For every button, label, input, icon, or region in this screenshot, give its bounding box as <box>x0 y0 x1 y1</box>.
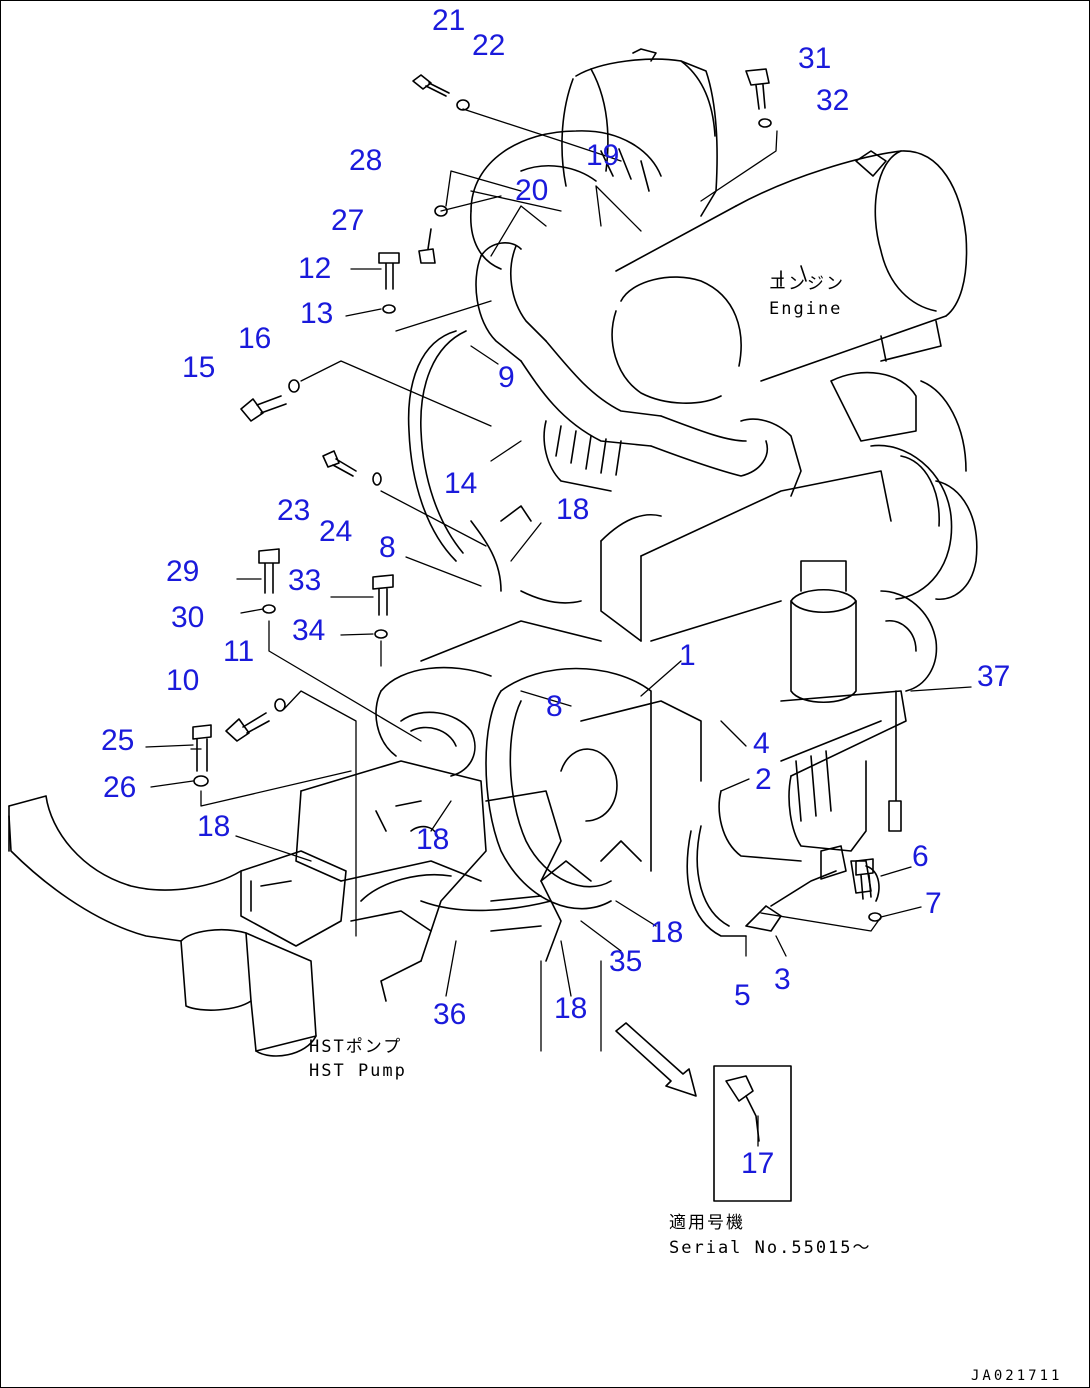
engine-cylinder-drawing <box>611 150 968 404</box>
callout-4[interactable]: 4 <box>753 727 770 760</box>
callout-18-left[interactable]: 18 <box>197 810 231 843</box>
pump-label-jp: HSTポンプ <box>309 1037 403 1057</box>
callout-1[interactable]: 1 <box>679 639 696 672</box>
callout-27[interactable]: 27 <box>331 204 365 237</box>
bolts-and-washers <box>192 68 882 922</box>
serial-label-jp: 適用号機 <box>669 1213 745 1233</box>
leader-lines <box>145 108 972 1147</box>
callout-9[interactable]: 9 <box>498 361 515 394</box>
serial-inset-drawing <box>615 1022 792 1202</box>
pump-label-en: HST Pump <box>309 1061 407 1081</box>
drawing-code: JA021711 <box>971 1368 1063 1384</box>
callout-5[interactable]: 5 <box>734 979 751 1012</box>
callout-18-right[interactable]: 18 <box>650 916 684 949</box>
callout-8-upper[interactable]: 8 <box>379 531 396 564</box>
callout-10[interactable]: 10 <box>166 664 200 697</box>
callout-33[interactable]: 33 <box>288 564 322 597</box>
air-cleaner-drawing <box>470 48 718 270</box>
callout-7[interactable]: 7 <box>925 887 942 920</box>
callout-25[interactable]: 25 <box>101 724 135 757</box>
callout-21[interactable]: 21 <box>432 4 466 37</box>
callout-28[interactable]: 28 <box>349 144 383 177</box>
callout-15[interactable]: 15 <box>182 351 216 384</box>
callout-29[interactable]: 29 <box>166 555 200 588</box>
callout-26[interactable]: 26 <box>103 771 137 804</box>
callout-18-center[interactable]: 18 <box>416 823 450 856</box>
engine-label-en: Engine <box>769 299 843 319</box>
callout-36[interactable]: 36 <box>433 998 467 1031</box>
callout-6[interactable]: 6 <box>912 840 929 873</box>
callout-18-upper[interactable]: 18 <box>556 493 590 526</box>
callout-18-bottom[interactable]: 18 <box>554 992 588 1025</box>
serial-label-en: Serial No.55015～ <box>669 1238 872 1258</box>
suction-hose-drawing <box>8 795 242 942</box>
callout-14[interactable]: 14 <box>444 467 478 500</box>
callout-23[interactable]: 23 <box>277 494 311 527</box>
hst-pump-drawing <box>180 760 562 1057</box>
callout-20[interactable]: 20 <box>515 174 549 207</box>
callout-16[interactable]: 16 <box>238 322 272 355</box>
callout-12[interactable]: 12 <box>298 252 332 285</box>
callout-37[interactable]: 37 <box>977 660 1011 693</box>
callout-22[interactable]: 22 <box>472 29 506 62</box>
callout-17[interactable]: 17 <box>741 1147 775 1180</box>
callout-34[interactable]: 34 <box>292 614 326 647</box>
callout-13[interactable]: 13 <box>300 297 334 330</box>
callout-31[interactable]: 31 <box>798 42 832 75</box>
alternator-drawing <box>830 371 978 692</box>
callout-11[interactable]: 11 <box>223 635 255 668</box>
callout-3[interactable]: 3 <box>774 963 791 996</box>
callout-2[interactable]: 2 <box>755 763 772 796</box>
callout-19[interactable]: 19 <box>586 139 620 172</box>
intake-pipe-drawing <box>407 242 802 562</box>
callout-32[interactable]: 32 <box>816 84 850 117</box>
callout-24[interactable]: 24 <box>319 515 353 548</box>
callout-30[interactable]: 30 <box>171 601 205 634</box>
flywheel-housing-drawing <box>375 620 702 910</box>
callout-35[interactable]: 35 <box>609 945 643 978</box>
callout-8-lower[interactable]: 8 <box>546 690 563 723</box>
engine-block-drawing <box>600 470 907 862</box>
engine-label-jp: エンジン <box>769 274 845 294</box>
oil-filter-drawing <box>790 560 857 704</box>
wiring-harness-drawing <box>360 505 902 937</box>
